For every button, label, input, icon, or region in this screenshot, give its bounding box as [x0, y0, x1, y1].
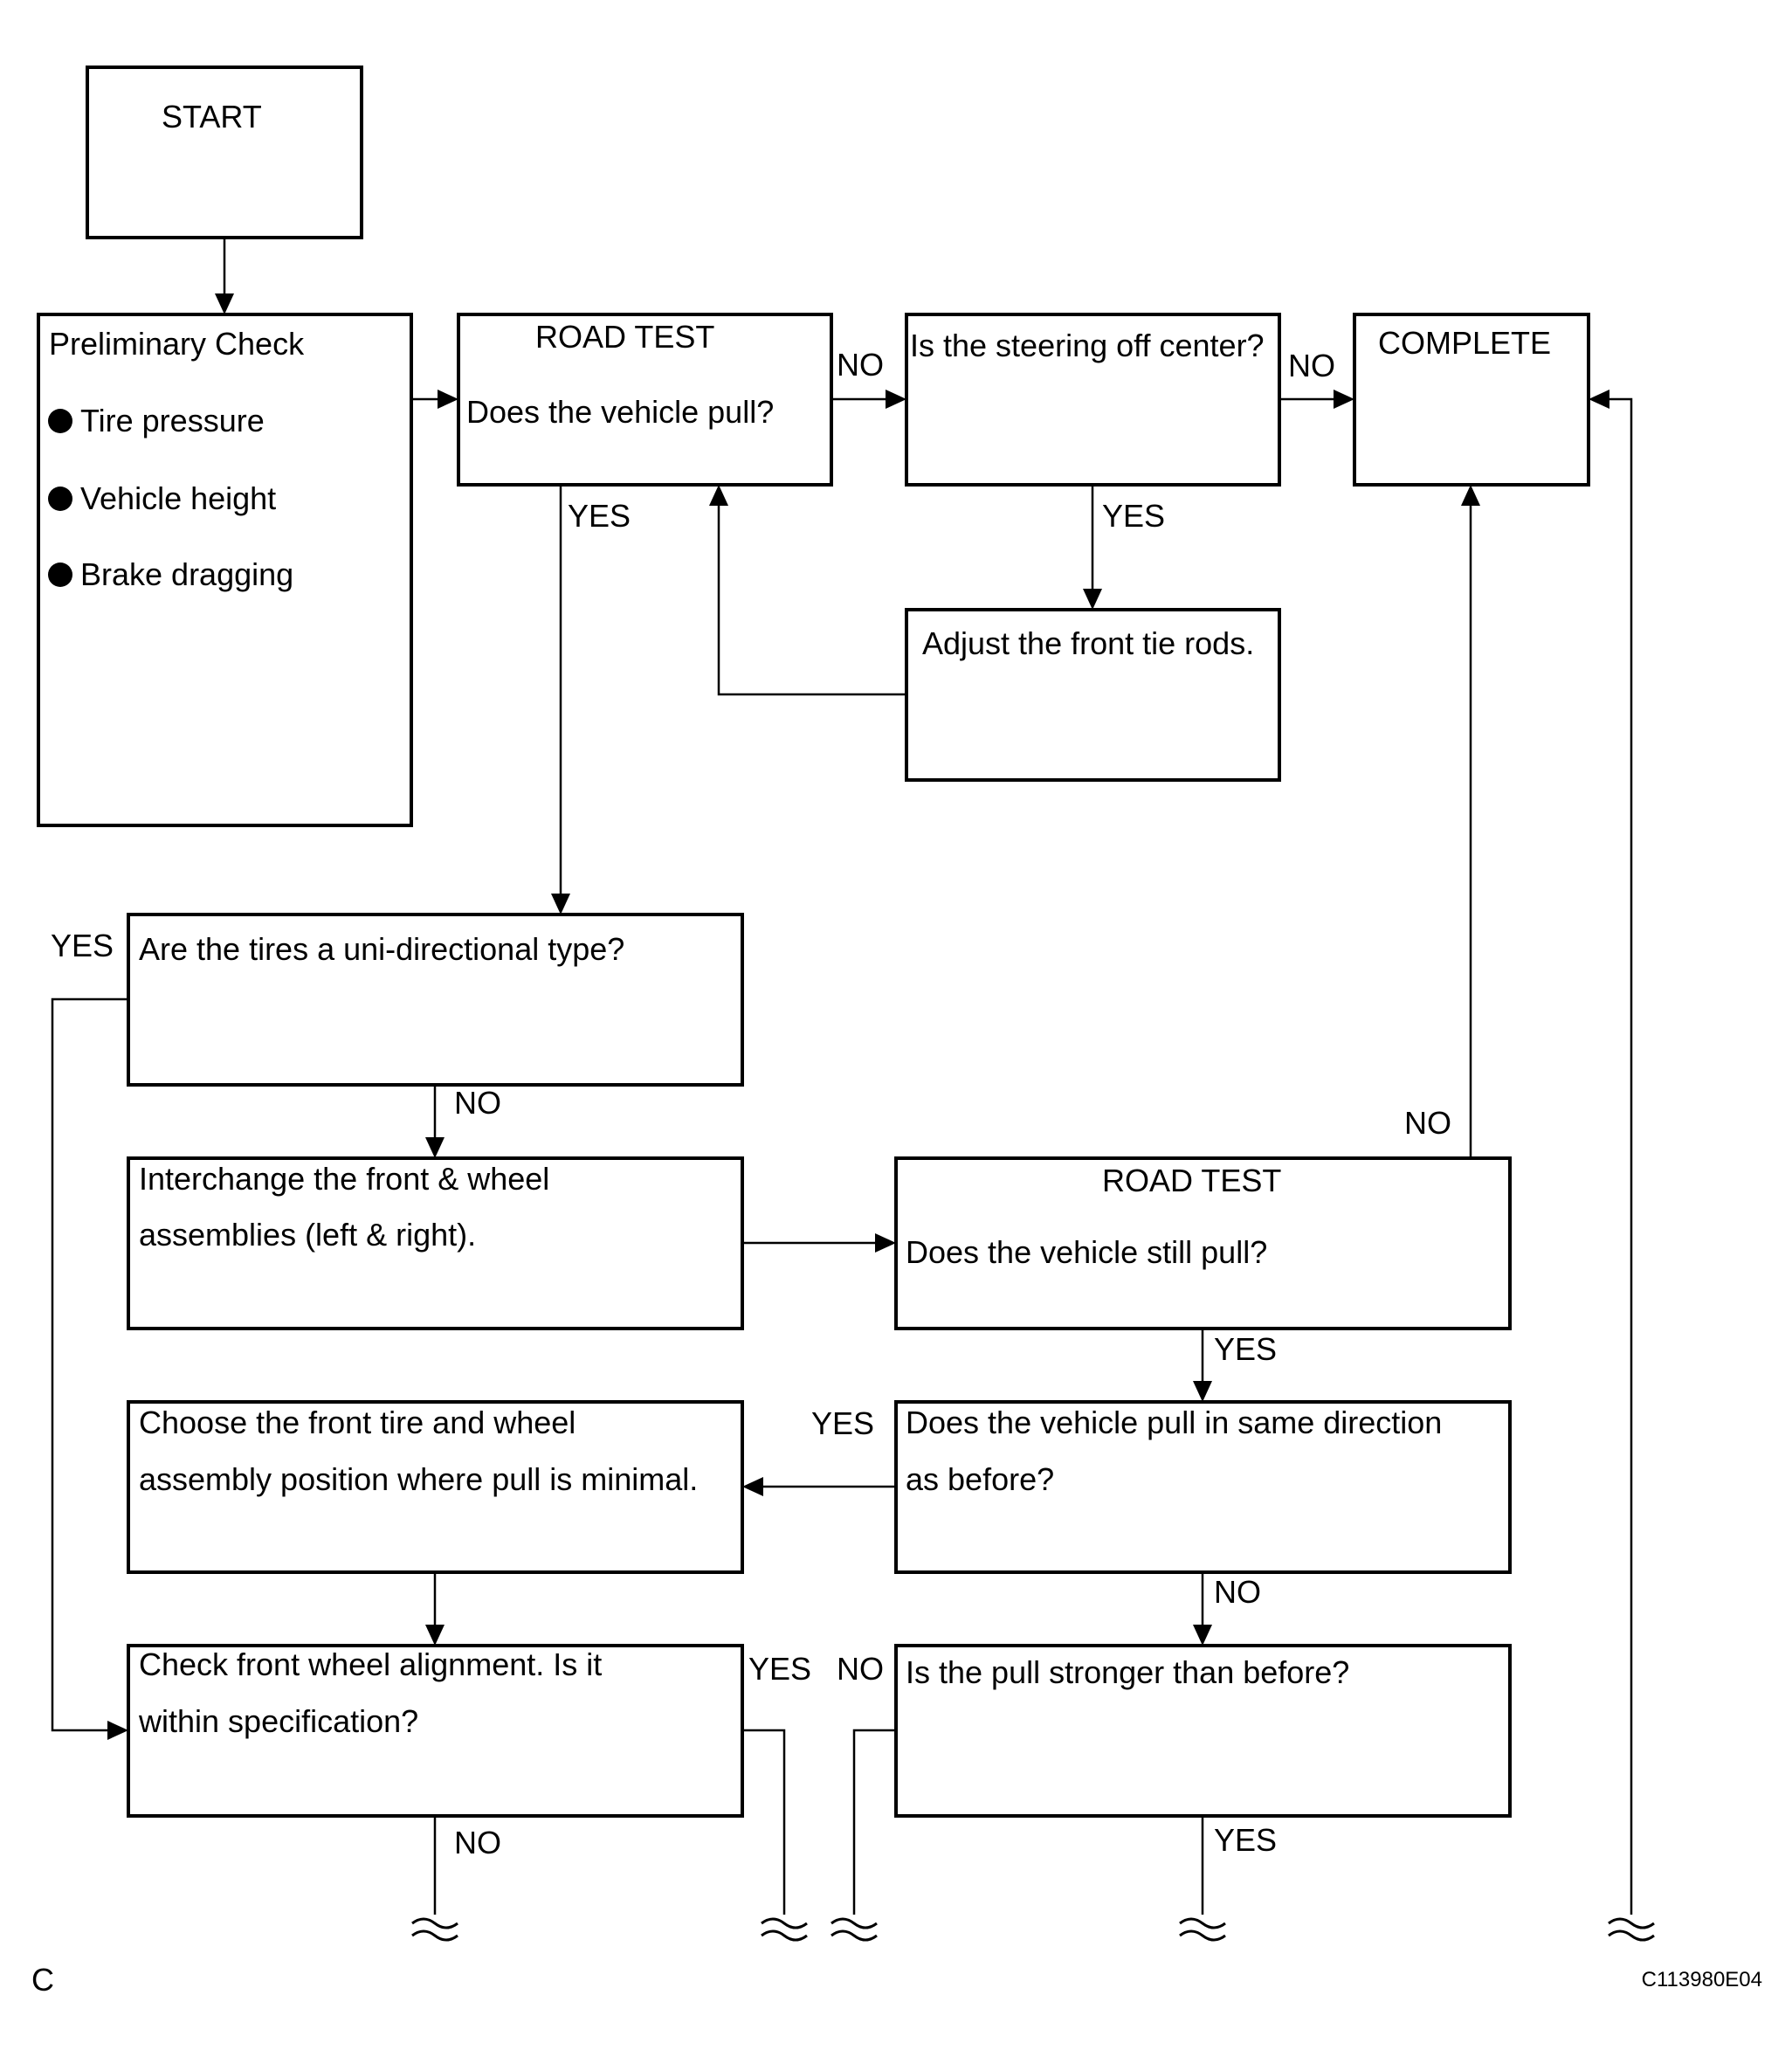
connector-tierods-roadtest1 [717, 502, 906, 696]
same-direction-box [894, 1400, 1512, 1574]
arrowhead-down [1193, 1625, 1212, 1646]
uni-directional-question: Are the tires a uni-directional type? [139, 931, 624, 967]
label-steering-no: NO [1288, 348, 1335, 383]
arrowhead-down [1193, 1381, 1212, 1402]
road-test-1-title: ROAD TEST [535, 319, 714, 355]
arrowhead-right [875, 1233, 896, 1253]
road-test-2-title: ROAD TEST [1102, 1163, 1281, 1198]
label-roadtest1-no: NO [837, 347, 884, 383]
label-alignment-yes: YES [748, 1651, 811, 1687]
arrowhead-right [886, 390, 906, 409]
arrowhead-right [438, 390, 458, 409]
alignment-line-1: Check front wheel alignment. Is it [139, 1646, 602, 1682]
label-unidirectional-no: NO [454, 1085, 501, 1121]
label-samedirection-no: NO [1214, 1574, 1261, 1610]
continuation-break-icon [761, 1917, 808, 1942]
continuation-break-icon [831, 1917, 878, 1942]
label-stronger-yes: YES [1214, 1822, 1277, 1858]
bullet-icon [48, 563, 72, 587]
start-title: START [162, 99, 262, 135]
complete-title: COMPLETE [1378, 325, 1551, 361]
choose-line-1: Choose the front tire and wheel [139, 1405, 576, 1440]
interchange-box [127, 1156, 744, 1330]
label-steering-yes: YES [1102, 498, 1165, 534]
continuation-break-icon [1608, 1917, 1655, 1942]
road-test-2-box [894, 1156, 1512, 1330]
interchange-line-1: Interchange the front & wheel [139, 1161, 549, 1197]
road-test-1-box [457, 313, 833, 487]
road-test-1-question: Does the vehicle pull? [466, 394, 774, 430]
connector-alignment-yes-out [742, 1729, 786, 1915]
arrowhead-down [215, 293, 234, 314]
arrowhead-down [1083, 589, 1102, 610]
arrowhead-left [1589, 390, 1609, 409]
alignment-line-2: within specification? [138, 1703, 418, 1739]
connector-unidirectional-alignment [51, 997, 128, 1732]
same-direction-line-2: as before? [906, 1461, 1054, 1497]
continuation-break-icon [411, 1917, 458, 1942]
arrowhead-down [425, 1137, 445, 1158]
arrowhead-right [107, 1721, 128, 1740]
label-unidirectional-yes: YES [51, 928, 114, 963]
interchange-line-2: assemblies (left & right). [139, 1217, 476, 1253]
label-roadtest1-yes: YES [568, 498, 631, 534]
road-test-2-question: Does the vehicle still pull? [906, 1234, 1267, 1270]
figure-code: C113980E04 [1642, 1968, 1762, 1991]
arrowhead-up [709, 485, 728, 506]
connector-stronger-no-out [852, 1729, 896, 1915]
arrowhead-left [742, 1477, 763, 1496]
arrowhead-right [1334, 390, 1354, 409]
connector-incoming-complete [1606, 397, 1633, 1915]
bullet-icon [48, 409, 72, 433]
uni-directional-box [127, 913, 744, 1087]
preliminary-item-tire-pressure: Tire pressure [80, 403, 265, 438]
tie-rods-box [905, 608, 1281, 782]
label-stronger-no: NO [837, 1651, 884, 1687]
steering-question: Is the steering off center? [910, 328, 1265, 363]
arrowhead-down [425, 1625, 445, 1646]
stronger-question: Is the pull stronger than before? [906, 1654, 1349, 1690]
choose-line-2: assembly position where pull is minimal. [139, 1461, 698, 1497]
label-roadtest2-no: NO [1404, 1105, 1451, 1141]
same-direction-line-1: Does the vehicle pull in same direction [906, 1405, 1442, 1440]
arrowhead-down [551, 894, 570, 915]
label-roadtest2-yes: YES [1214, 1331, 1277, 1367]
start-box [86, 66, 363, 239]
page-letter: C [31, 1962, 54, 1998]
continuation-break-icon [1179, 1917, 1226, 1942]
preliminary-title: Preliminary Check [49, 326, 305, 362]
complete-box [1353, 313, 1590, 487]
tie-rods-text: Adjust the front tie rods. [922, 625, 1254, 661]
steering-box [905, 313, 1281, 487]
label-samedirection-yes: YES [811, 1405, 874, 1441]
arrowhead-up [1461, 485, 1480, 506]
preliminary-item-brake-dragging: Brake dragging [80, 556, 293, 592]
bullet-icon [48, 487, 72, 511]
stronger-pull-box [894, 1644, 1512, 1818]
preliminary-item-vehicle-height: Vehicle height [80, 480, 276, 516]
preliminary-check-box [37, 313, 413, 827]
label-alignment-no: NO [454, 1825, 501, 1860]
